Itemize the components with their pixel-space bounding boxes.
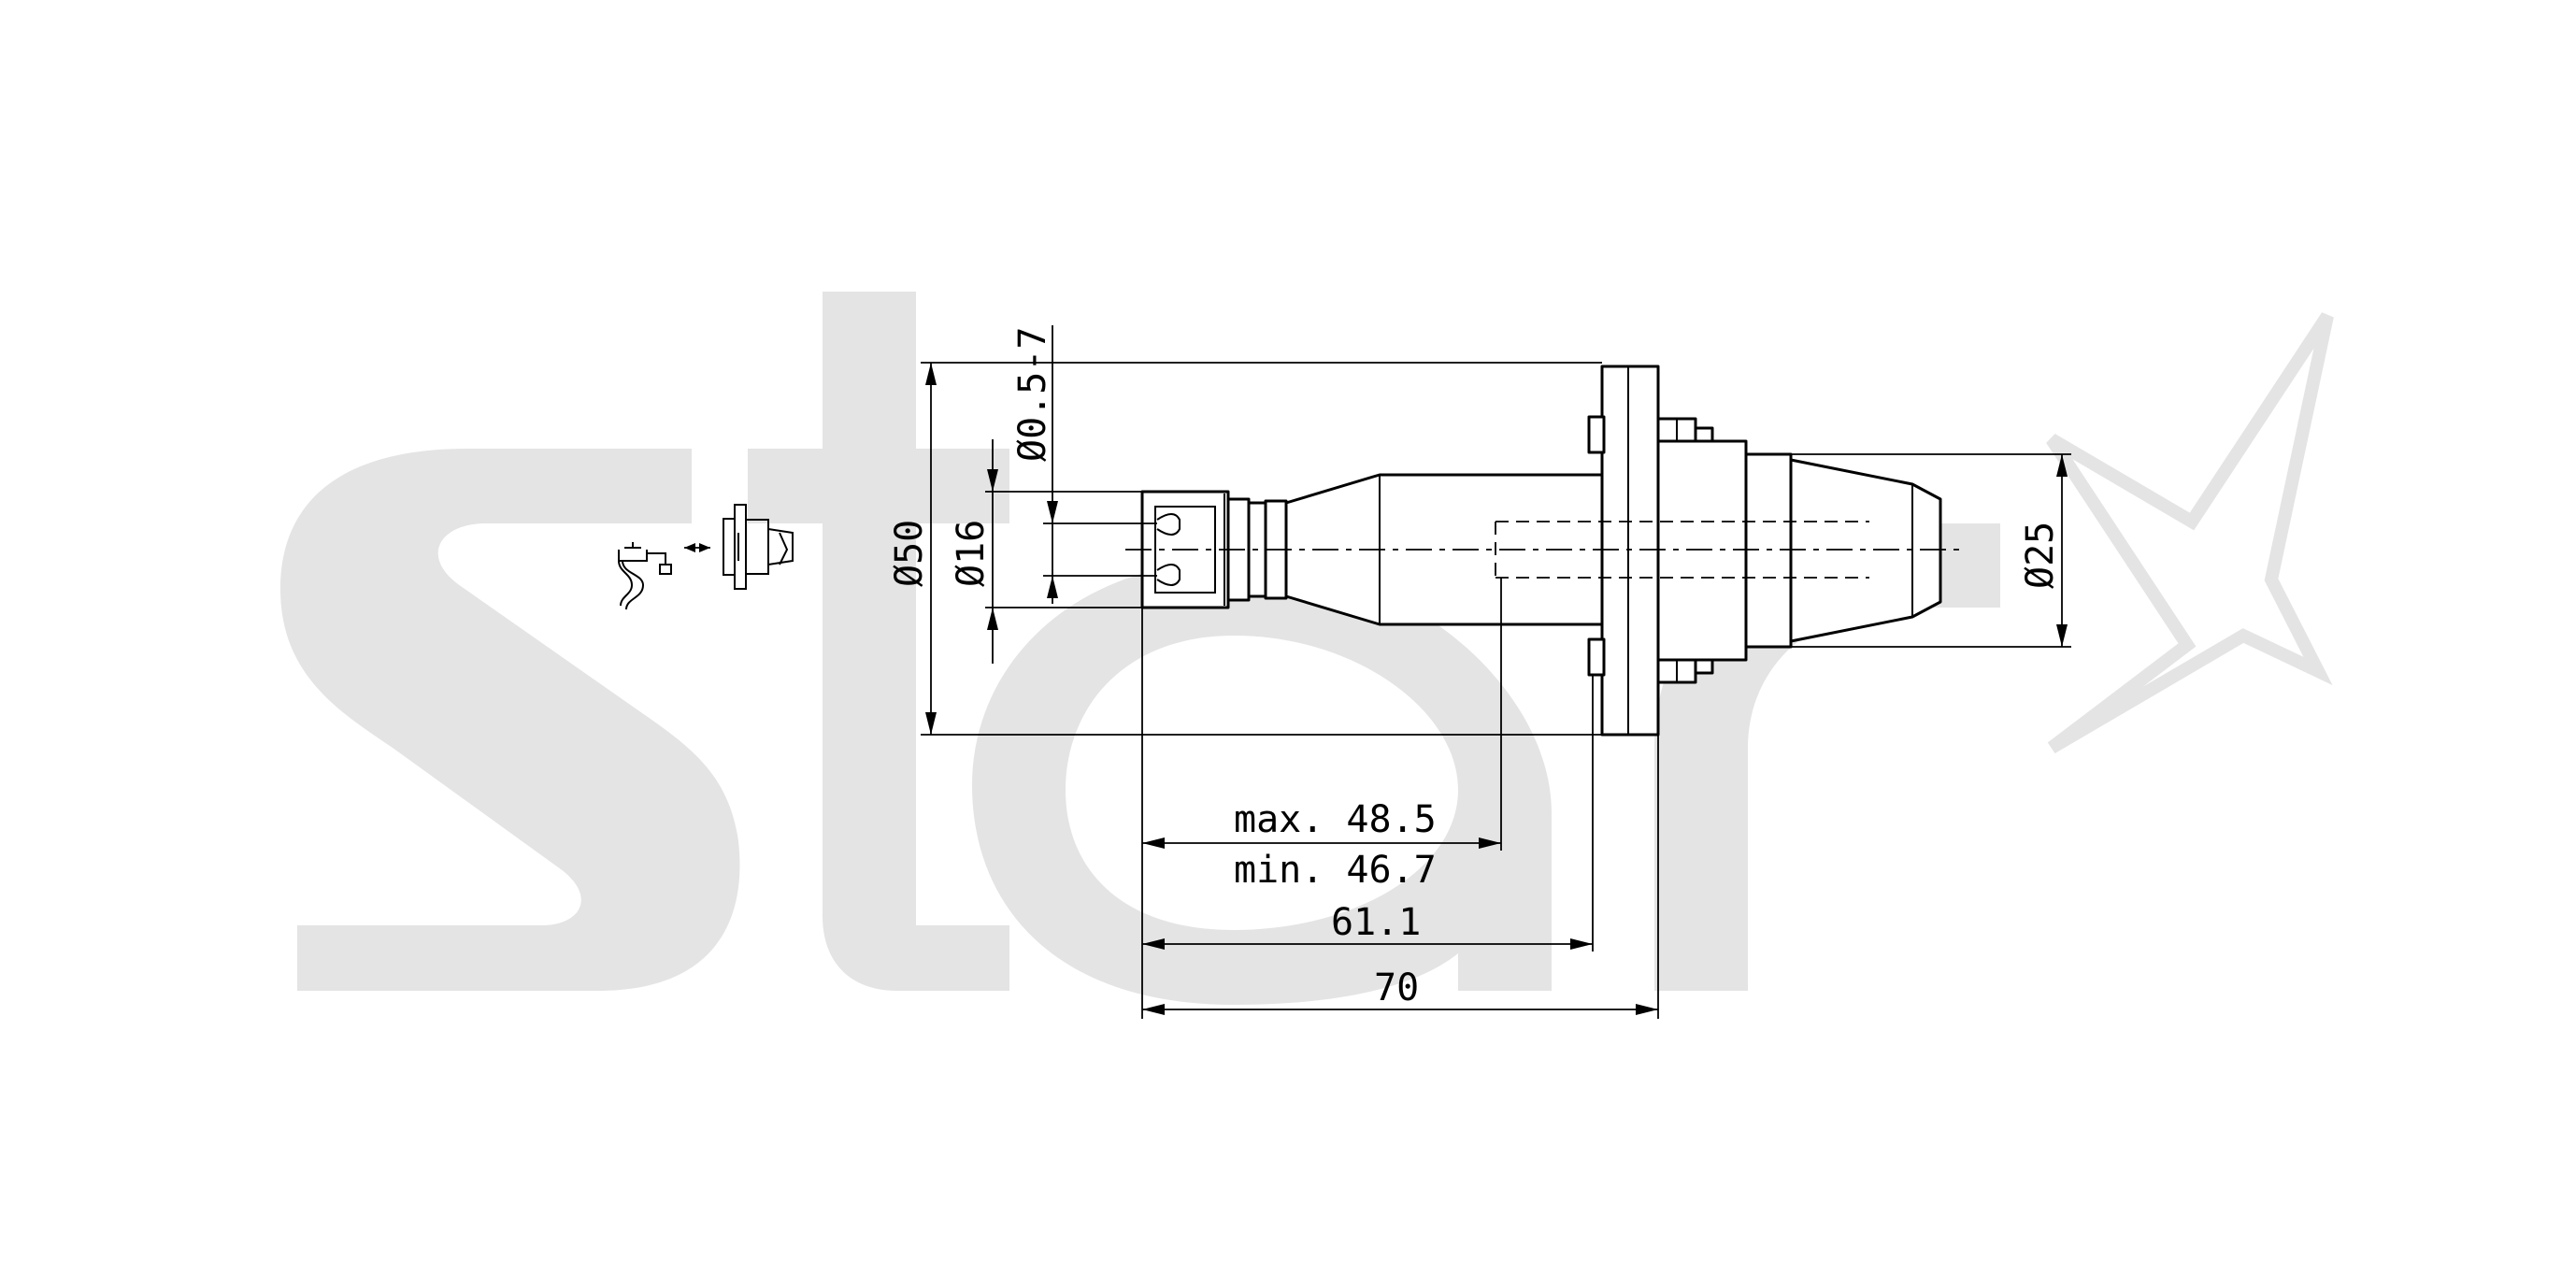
tool-holder-icon (684, 504, 794, 590)
dim-clamping-range: Ø0.5-7 (1011, 327, 1054, 463)
watermark-letter-a (972, 561, 1552, 1005)
dimension-lines (921, 325, 2071, 1019)
dim-length-total: 70 (1374, 966, 1419, 1009)
star-logo-watermark (280, 292, 2334, 1005)
coolant-tap-icon (618, 542, 672, 610)
watermark-star-icon (2046, 312, 2334, 754)
shank-taper (1789, 458, 1942, 643)
watermark-letter-s (280, 449, 740, 991)
dim-length-mid: 61.1 (1331, 901, 1421, 944)
dim-length-max: max. 48.5 (1234, 798, 1437, 841)
tool-holder-part (1125, 365, 1963, 737)
flange (1600, 365, 1660, 737)
shank (1744, 452, 1793, 649)
dimension-labels: Ø50 Ø16 Ø0.5-7 Ø25 max. 48.5 min. 46.7 6… (888, 327, 2062, 1010)
dim-flange-diameter: Ø50 (888, 520, 931, 587)
dim-length-min: min. 46.7 (1234, 849, 1437, 892)
dim-shank-diameter: Ø25 (2019, 522, 2062, 589)
dim-collet-diameter: Ø16 (950, 520, 993, 587)
watermark-letter-t (748, 292, 1009, 991)
